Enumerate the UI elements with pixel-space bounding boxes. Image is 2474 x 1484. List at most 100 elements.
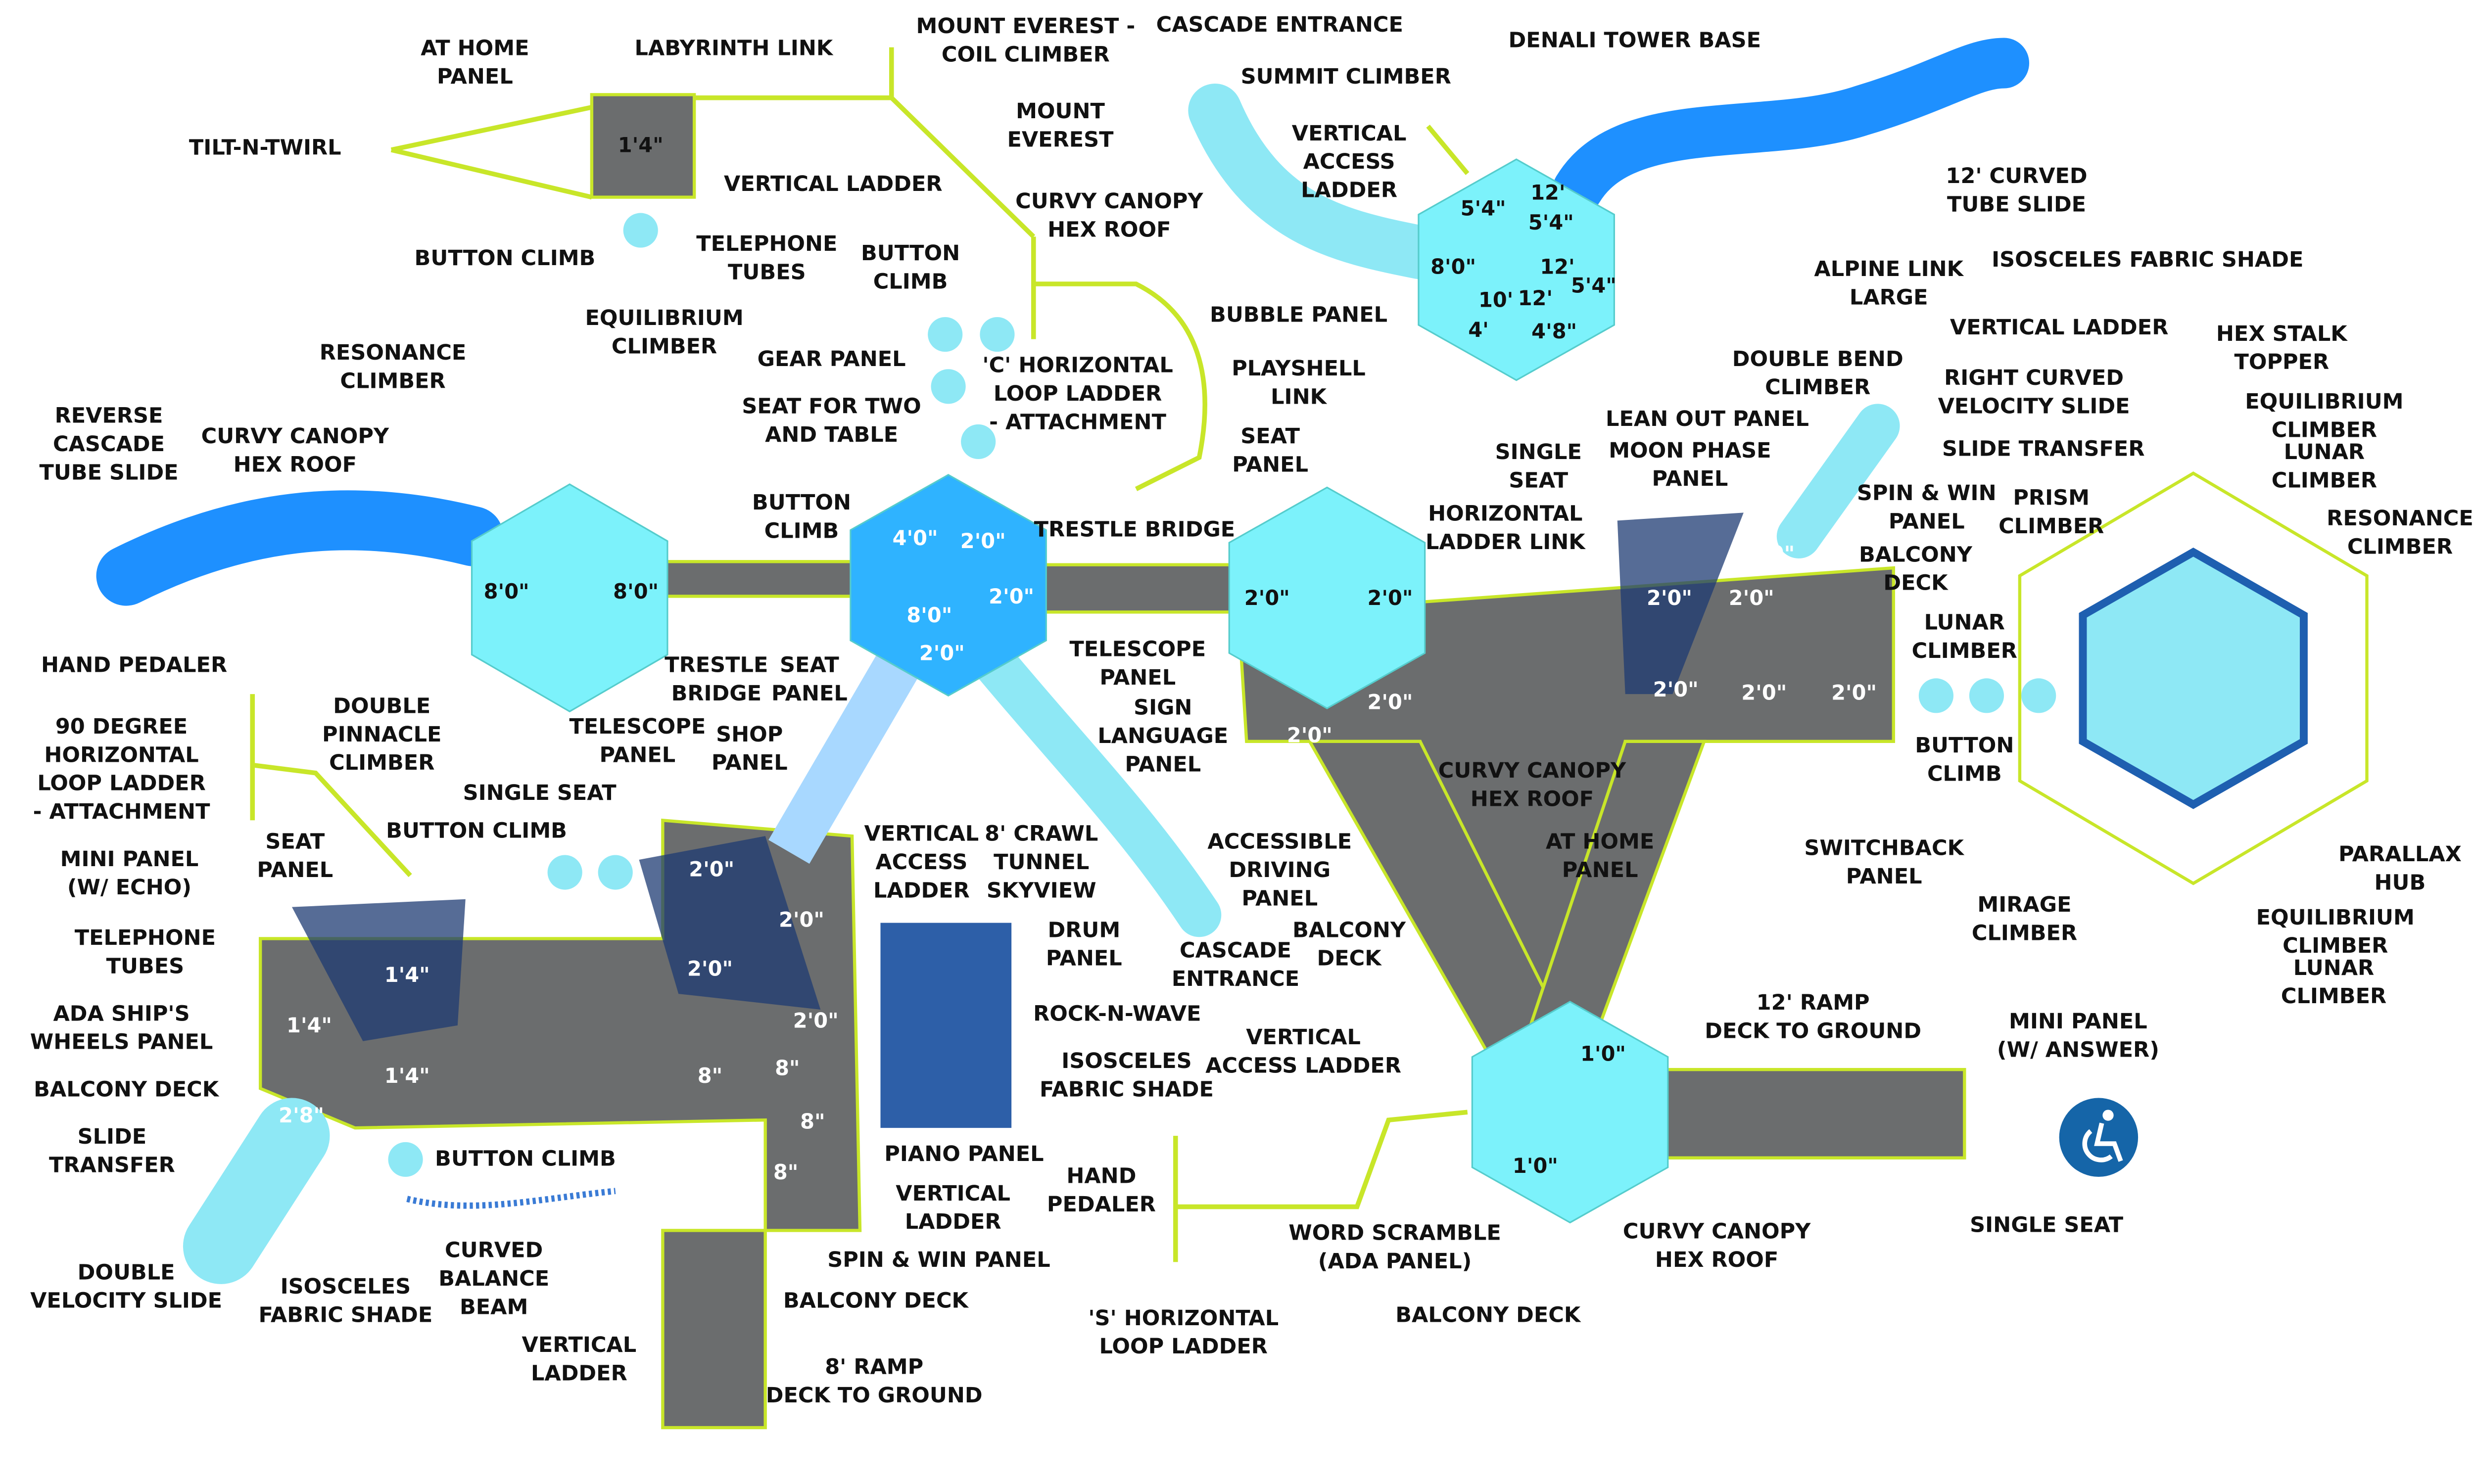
component-label: ROCK-N-WAVE (1033, 1002, 1201, 1027)
slides (96, 38, 2030, 1284)
deck-height-label: 8" (697, 1066, 723, 1090)
component-label: LABYRINTH LINK (634, 36, 833, 62)
component-label: MOON PHASE PANEL (1609, 438, 1771, 492)
deck-height-label: 4'0" (892, 527, 938, 552)
tower-left (471, 483, 668, 713)
component-label: BUTTON CLIMB (752, 490, 852, 545)
deck-height-label: 2'8" (279, 1105, 325, 1129)
component-label: ISOSCELES FABRIC SHADE (1992, 247, 2304, 273)
component-label: CASCADE ENTRANCE (1156, 12, 1403, 38)
deck-height-label: 2'0" (689, 859, 735, 883)
component-label: SLIDE TRANSFER (48, 1124, 175, 1179)
component-label: REVERSE CASCADE TUBE SLIDE (39, 404, 179, 486)
component-label: CURVY CANOPY HEX ROOF (201, 424, 389, 478)
component-label: 90 DEGREE HORIZONTAL LOOP LADDER - ATTAC… (33, 714, 210, 825)
component-label: ISOSCELES FABRIC SHADE (258, 1274, 433, 1329)
component-label: SLIDE TRANSFER (1942, 437, 2145, 463)
deck-height-label: 1'4" (286, 1015, 333, 1039)
component-label: BUTTON CLIMB (860, 241, 960, 295)
component-label: PRISM CLIMBER (1998, 486, 2104, 540)
component-label: RESONANCE CLIMBER (2327, 506, 2474, 560)
at-home-deck (590, 93, 696, 199)
component-label: MINI PANEL (W/ ANSWER) (1997, 1009, 2159, 1064)
towers (471, 158, 1669, 1224)
component-label: BUTTON CLIMB (435, 1147, 616, 1172)
component-label: 8' CRAWL TUNNEL SKYVIEW (985, 822, 1098, 904)
deck-height-label: 8'0" (1430, 256, 1476, 280)
component-label: EQUILIBRIUM CLIMBER (2245, 389, 2404, 444)
deck-height-label: 12' (1530, 182, 1566, 206)
deck-height-label: 12' (1540, 256, 1575, 280)
deck-height-label: 10' (1478, 289, 1514, 314)
component-label: CURVY CANOPY HEX ROOF (1015, 189, 1203, 243)
component-label: ALPINE LINK LARGE (1814, 257, 1964, 311)
component-label: EQUILIBRIUM CLIMBER (2256, 905, 2415, 959)
component-label: CURVY CANOPY HEX ROOF (1438, 758, 1626, 813)
decks (258, 93, 1966, 1430)
component-label: HORIZONTAL LADDER LINK (1425, 502, 1585, 556)
component-label: AT HOME PANEL (421, 36, 529, 90)
component-label: SINGLE SEAT (1495, 440, 1582, 494)
component-label: SHOP PANEL (711, 722, 788, 776)
component-label: MINI PANEL (W/ ECHO) (60, 847, 199, 901)
component-label: TRESTLE BRIDGE (1034, 517, 1236, 543)
component-label: 'C' HORIZONTAL LOOP LADDER - ATTACHMENT (982, 353, 1173, 436)
shade-lower-center (639, 836, 821, 1010)
trestle-bridge-deck (1040, 563, 1240, 614)
deck-height-label: 5'4" (1460, 198, 1506, 222)
component-label: BUTTON CLIMB (386, 819, 567, 844)
sign-slide (972, 640, 1222, 937)
tower-center (850, 474, 1047, 697)
component-label: HAND PEDALER (41, 653, 228, 679)
deck-height-label: 2'0" (1367, 587, 1413, 611)
deck-height-label: 8" (697, 1163, 723, 1187)
component-label: VERTICAL ACCESS LADDER (864, 822, 979, 904)
deck-height-label: 1'4" (384, 965, 430, 988)
component-label: BUTTON CLIMB (1915, 733, 2014, 788)
component-label: WORD SCRAMBLE (ADA PANEL) (1288, 1221, 1501, 1275)
component-label: SIGN LANGUAGE PANEL (1097, 696, 1229, 778)
component-label: SEAT PANEL (1232, 424, 1309, 478)
component-label: 8' RAMP DECK TO GROUND (765, 1355, 983, 1409)
component-label: DENALI TOWER BASE (1508, 28, 1761, 54)
deck-height-label: 2'0" (1646, 587, 1692, 611)
deck-height-label: 2'0" (919, 643, 965, 667)
deck-height-label: 8'0" (906, 604, 952, 629)
component-label: 'S' HORIZONTAL LOOP LADDER (1088, 1306, 1279, 1360)
component-label: MIRAGE CLIMBER (1971, 892, 2078, 947)
accessibility-icon (2059, 1098, 2139, 1177)
component-label: BUBBLE PANEL (1210, 303, 1388, 328)
deck-height-label: 8'0" (613, 581, 659, 605)
component-label: SPIN & WIN PANEL (827, 1248, 1050, 1273)
component-label: TRESTLE BRIDGE (665, 653, 768, 707)
12ft-ramp (1655, 1067, 1966, 1159)
component-label: CURVED BALANCE BEAM (438, 1238, 550, 1321)
fabric-shades (291, 512, 1744, 1041)
deck-height-label: 2'0" (1367, 692, 1413, 716)
deck-height-label: 2'0" (793, 1010, 839, 1034)
component-label: EQUILIBRIUM CLIMBER (585, 306, 744, 360)
shade-right (1617, 512, 1744, 695)
component-label: GEAR PANEL (757, 347, 906, 372)
deck-height-label: 8" (800, 1111, 825, 1135)
component-label: SPIN & WIN PANEL (1856, 481, 1997, 535)
component-label: 12' RAMP DECK TO GROUND (1705, 990, 1922, 1045)
deck-height-label: 2'0" (1831, 682, 1877, 706)
component-label: RESONANCE CLIMBER (319, 340, 467, 395)
component-label: BALCONY DECK (34, 1077, 219, 1103)
component-label: BALCONY DECK (1858, 543, 1972, 597)
deck-height-label: 2'0" (1286, 725, 1332, 749)
deck-height-label: 2'0" (984, 475, 1030, 500)
curved-balance-beam (406, 1188, 616, 1209)
tower-bottom (1471, 1001, 1669, 1224)
component-label: BALCONY DECK (1395, 1303, 1581, 1329)
component-label: DOUBLE VELOCITY SLIDE (30, 1260, 223, 1314)
crawl-tunnel (768, 650, 920, 864)
rock-n-wave (880, 923, 1012, 1128)
deck-height-label: 4'8" (1531, 321, 1577, 345)
deck-height-label: 8'0" (483, 581, 529, 605)
ladders (250, 47, 1470, 1262)
deck-height-label: 2'0" (1653, 679, 1699, 703)
component-label: CURVY CANOPY HEX ROOF (1622, 1219, 1811, 1273)
